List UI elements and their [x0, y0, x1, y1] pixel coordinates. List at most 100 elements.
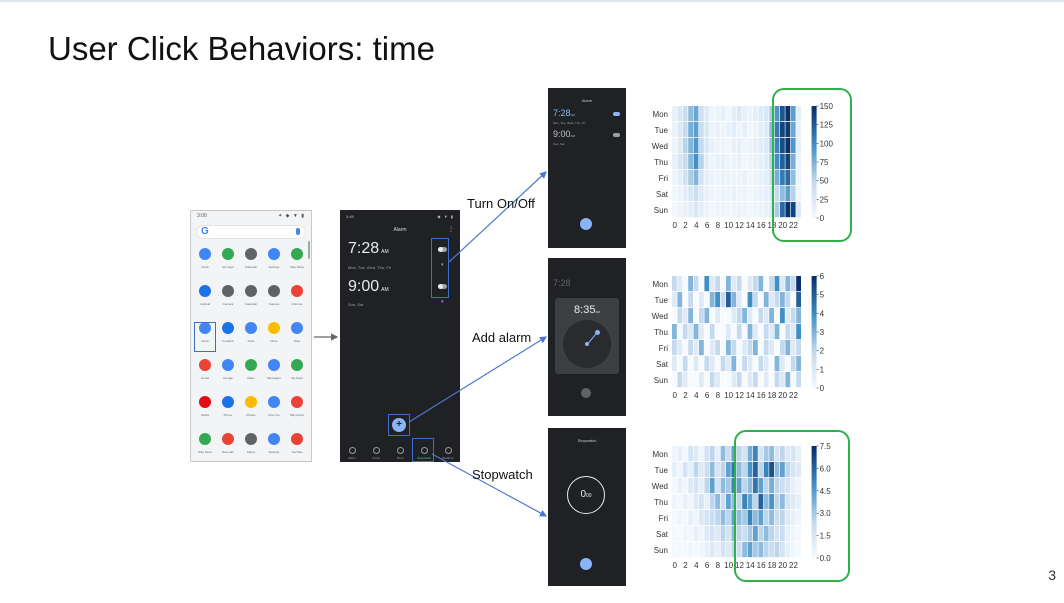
heatmap-cell	[726, 526, 731, 542]
heatmap-cell	[742, 542, 747, 558]
clock-dial[interactable]	[563, 320, 611, 368]
alarm-toggle-2[interactable]	[613, 133, 620, 137]
app-icon-play-store[interactable]: Play Store	[195, 428, 215, 465]
heatmap-cell	[758, 324, 764, 340]
add-alarm-button[interactable]: +	[392, 418, 406, 432]
add-alarm-button[interactable]	[580, 218, 592, 230]
app-icon-safety[interactable]: Safety	[241, 428, 261, 465]
heatmap-cell	[790, 462, 796, 478]
app-glyph-icon	[291, 433, 303, 445]
app-icon-photos[interactable]: Photos	[241, 391, 261, 428]
heatmap-cell	[688, 202, 693, 218]
heatmap-cell	[769, 170, 774, 186]
heatmap-cell	[790, 106, 796, 122]
heatmap-cell	[747, 276, 753, 292]
alarm-toggle-1[interactable]	[613, 112, 620, 116]
heatmap-cell	[682, 526, 688, 542]
heatmap-cell	[763, 542, 769, 558]
app-icon-settings[interactable]: Settings	[264, 428, 284, 465]
app-icon-find-you[interactable]: Find You	[264, 391, 284, 428]
heatmap-cell	[688, 308, 693, 324]
tab-timer[interactable]: Timer	[391, 446, 409, 460]
tab-bedtime[interactable]: Bedtime	[439, 446, 457, 460]
alarm-toggle-1[interactable]	[438, 247, 447, 252]
app-icon-gmail[interactable]: Gmail	[195, 354, 215, 391]
row-label-mon: Mon	[652, 280, 668, 289]
heatmap-cell	[709, 106, 715, 122]
alarm-time-2[interactable]: 9:00AM	[553, 129, 576, 139]
heatmap-cell	[682, 154, 688, 170]
app-icon-docs[interactable]: Docs	[241, 317, 261, 354]
heatmap-cell	[769, 356, 774, 372]
app-glyph-icon	[291, 322, 303, 334]
alarm-toggle-2[interactable]	[438, 284, 447, 289]
heatmap-cell	[758, 478, 764, 494]
app-label: Recorder	[221, 450, 235, 454]
tab-clock[interactable]: Clock	[367, 446, 385, 460]
heatmap-cell	[785, 446, 791, 462]
heatmap-cell	[704, 324, 710, 340]
colorbar-tick-label: 4	[820, 309, 825, 318]
app-icon-android[interactable]: Android	[195, 280, 215, 317]
heatmap-cell	[780, 324, 785, 340]
app-icon-chrome[interactable]: Chrome	[287, 280, 307, 317]
app-icon-clock[interactable]: Clock	[195, 317, 215, 354]
heatmap-cell	[699, 106, 704, 122]
tab-stopwatch[interactable]: Stopwatch	[415, 446, 433, 460]
heatmap-cell	[699, 510, 704, 526]
app-icon-google[interactable]: Google	[218, 354, 238, 391]
app-icon-messages[interactable]: Messages	[264, 354, 284, 391]
chevron-down-icon[interactable]: ▾	[441, 299, 444, 305]
heatmap-cell	[747, 510, 753, 526]
heatmap-cell	[677, 526, 683, 542]
heatmap-cell	[763, 138, 769, 154]
app-label: Camera	[222, 302, 234, 306]
heatmap-cell	[796, 202, 801, 218]
app-icon-files[interactable]: Files	[287, 317, 307, 354]
app-icon-recorder[interactable]: Recorder	[218, 428, 238, 465]
app-icon-phone[interactable]: Phone	[218, 391, 238, 428]
app-label: Drive	[270, 339, 278, 343]
heatmap-cell	[780, 202, 785, 218]
heatmap-cell	[747, 170, 753, 186]
mic-icon	[296, 228, 300, 235]
app-icon-calendar[interactable]: Calendar	[241, 280, 261, 317]
app-icon-my-apps[interactable]: My Apps	[218, 243, 238, 280]
app-icon-settings[interactable]: Settings	[264, 243, 284, 280]
app-icon-maps[interactable]: Maps	[241, 354, 261, 391]
start-button[interactable]	[580, 558, 592, 570]
more-menu-icon[interactable]: ⋮	[448, 227, 454, 233]
search-bar[interactable]: G	[196, 225, 306, 239]
heatmap-cell	[731, 324, 737, 340]
app-icon-my-apps[interactable]: My Apps	[287, 354, 307, 391]
colorbar-segment	[811, 483, 817, 488]
time-picker-dialog[interactable]: 8:35AM	[555, 298, 619, 374]
app-icon-play-music[interactable]: Play Music	[287, 391, 307, 428]
heatmap-cell	[774, 478, 780, 494]
scrollbar[interactable]	[308, 241, 310, 259]
app-icon-play-store[interactable]: Play Store	[287, 243, 307, 280]
add-alarm-button[interactable]	[581, 388, 591, 398]
app-icon-camera[interactable]: Camera	[264, 280, 284, 317]
heatmap-cell	[763, 308, 769, 324]
dial-center	[585, 342, 589, 346]
tab-alarm[interactable]: Alarm	[343, 446, 361, 460]
app-icon-netflix[interactable]: Netflix	[195, 391, 215, 428]
row-label-fri: Fri	[659, 344, 669, 353]
alarm-time-1[interactable]: 7:28AM	[553, 108, 576, 118]
chevron-down-icon[interactable]: ▾	[441, 262, 444, 268]
app-icon-calendar[interactable]: Calendar	[241, 243, 261, 280]
app-icon-youtube[interactable]: YouTube	[287, 428, 307, 465]
app-icon-camera[interactable]: Camera	[218, 280, 238, 317]
app-icon-contacts[interactable]: Contacts	[218, 317, 238, 354]
heatmap-cell	[682, 308, 688, 324]
app-label: Play Store	[198, 450, 212, 454]
heatmap-cell	[747, 446, 753, 462]
heatmap-cell	[774, 308, 780, 324]
heatmap-cell	[796, 526, 801, 542]
app-icon-drive[interactable]: Drive	[264, 317, 284, 354]
dial-selector[interactable]	[595, 330, 600, 335]
app-icon-clock[interactable]: Clock	[195, 243, 215, 280]
